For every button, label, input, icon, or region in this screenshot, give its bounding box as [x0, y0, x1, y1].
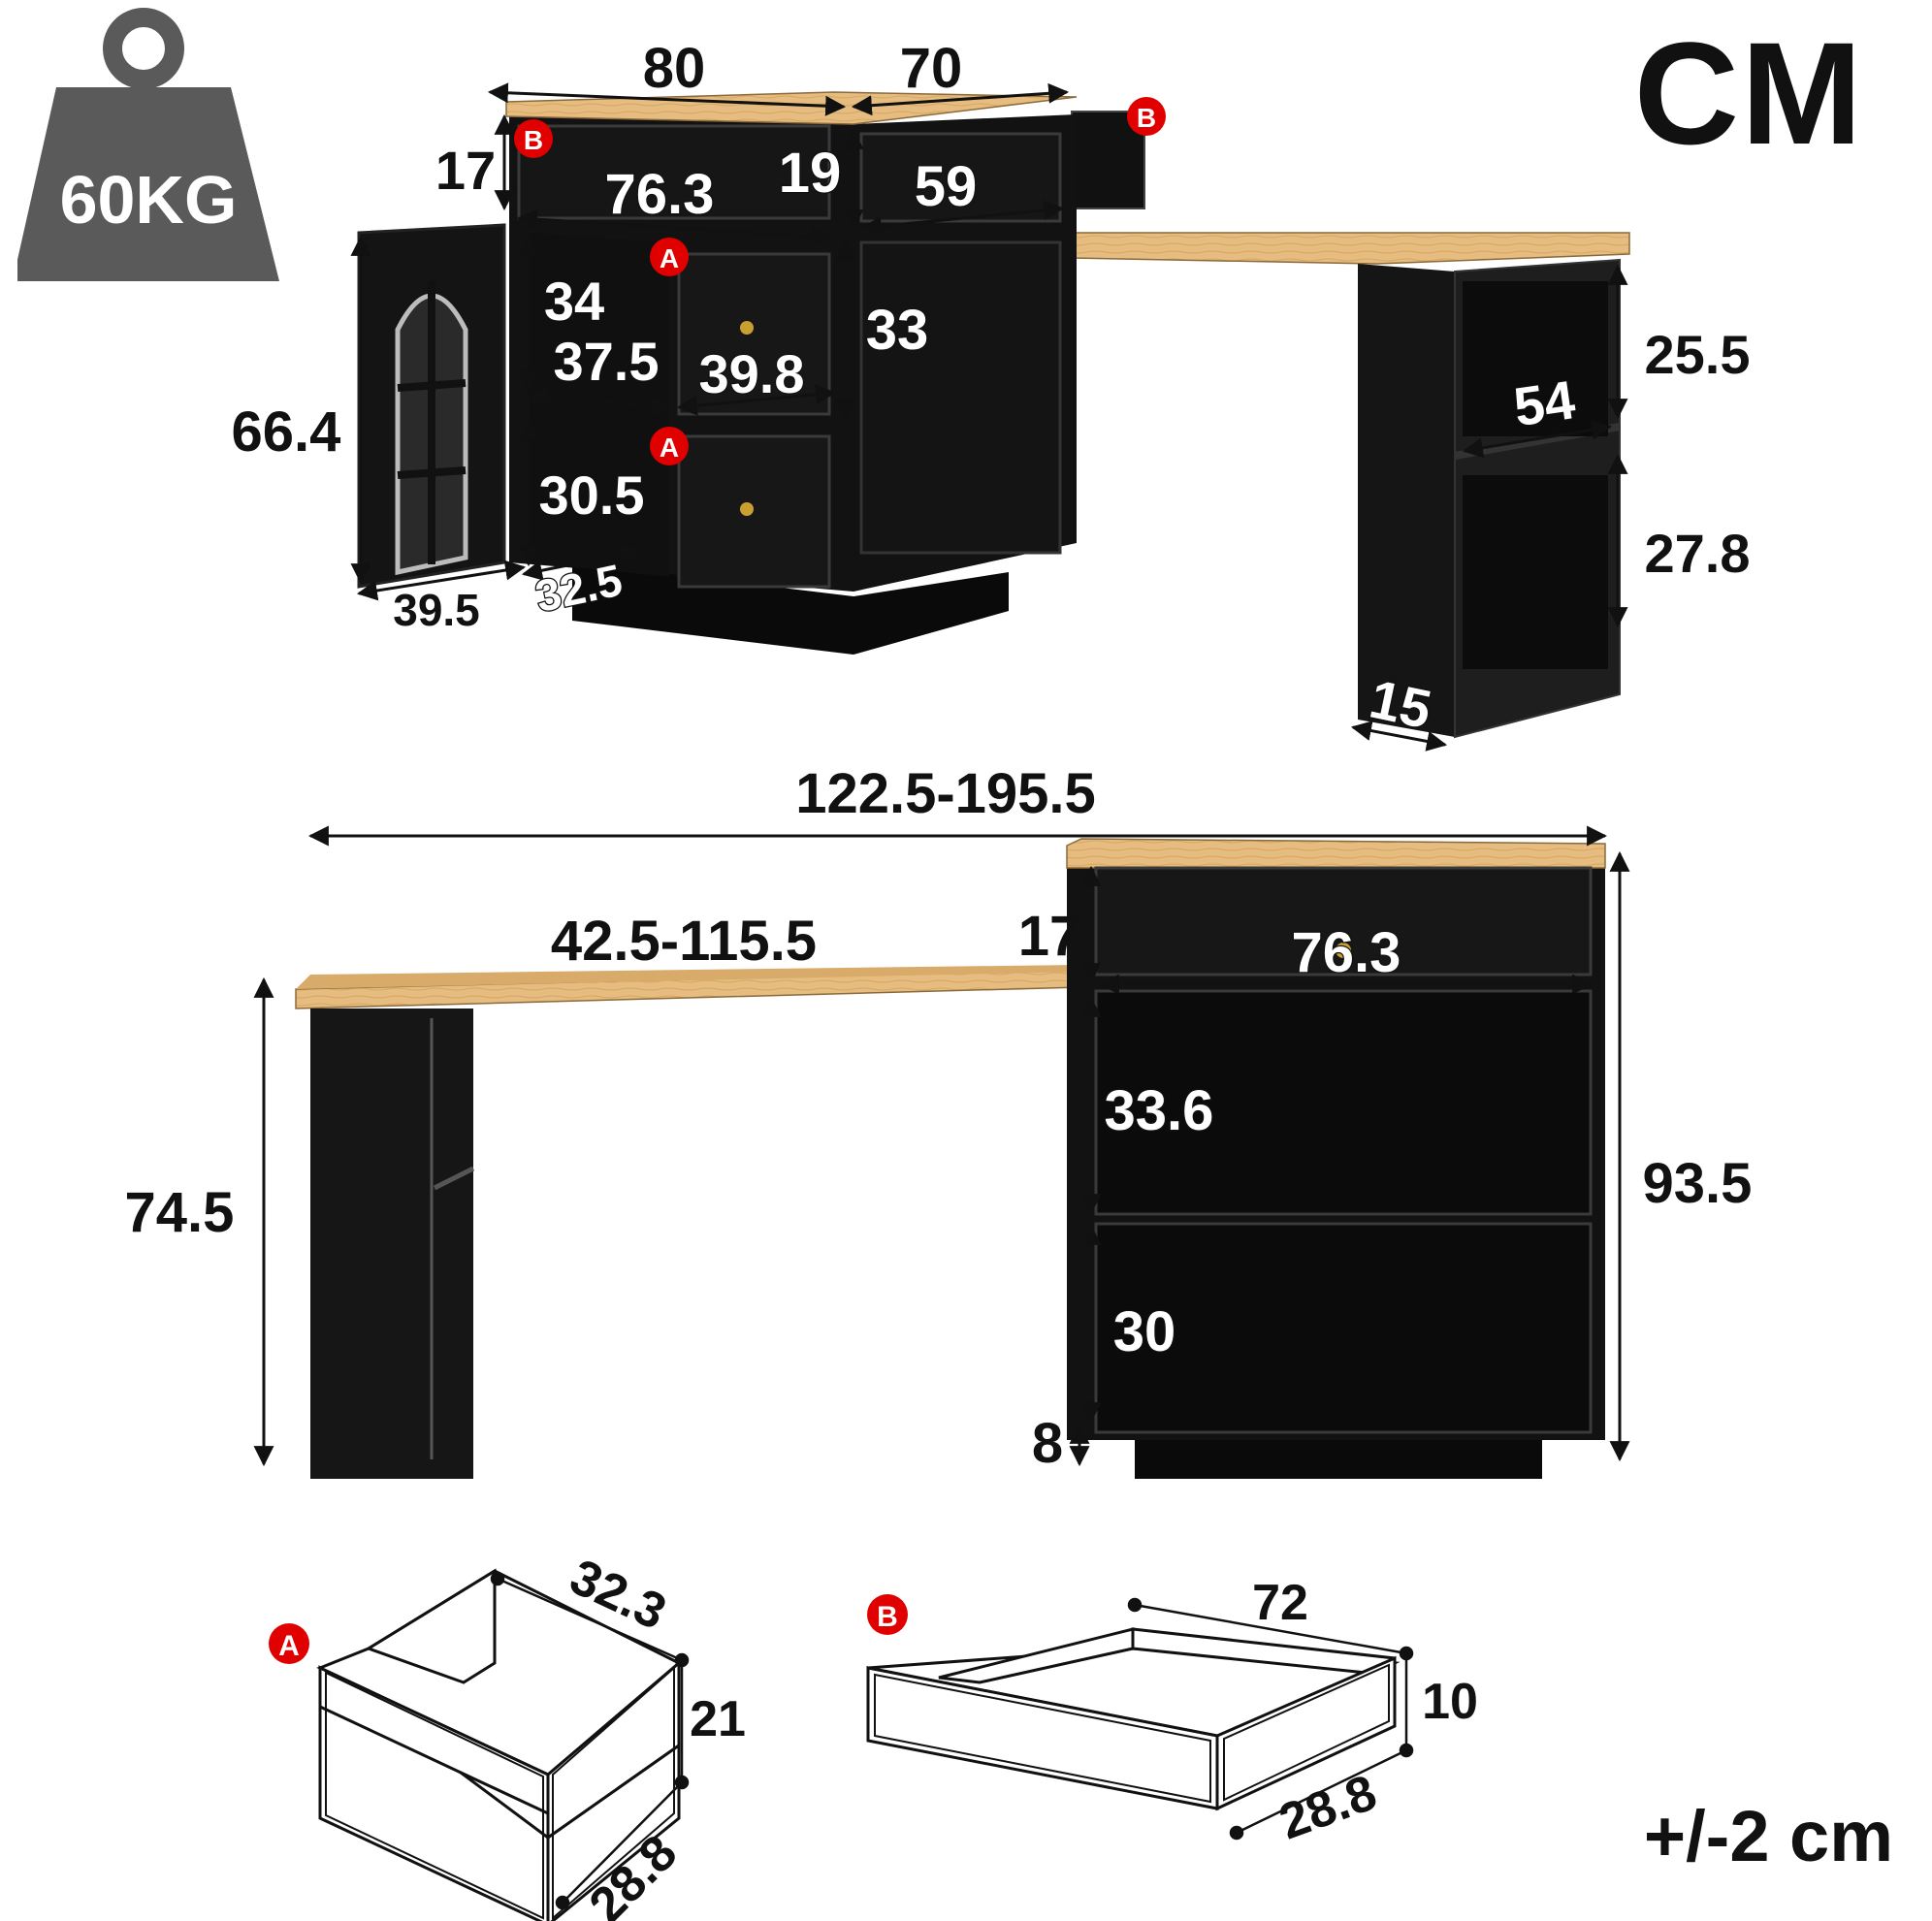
front-lower-shelf-height: 30 — [1113, 1300, 1176, 1363]
front-desk-leg — [310, 1009, 473, 1479]
drawer-b-inner-width: 76.3 — [605, 163, 715, 226]
front-cabinet-top — [1066, 838, 1606, 869]
shelf-upper-height: 25.5 — [1645, 324, 1751, 385]
drawer-a-height: 21 — [690, 1691, 746, 1747]
door-depth: 39.5 — [393, 585, 480, 635]
shelf-width: 54 — [1510, 368, 1578, 437]
middle-drawer-depth: 37.5 — [554, 331, 660, 392]
top-markers: B B A A — [514, 97, 1166, 465]
drawer-a-marker: A — [278, 1630, 300, 1662]
drawer-b-marker: B — [877, 1601, 898, 1633]
weight-icon: 60KG — [13, 8, 279, 281]
top-left-width: 80 — [643, 37, 706, 100]
front-total-width: 122.5-195.5 — [795, 762, 1096, 825]
marker-a-middle: A — [660, 243, 679, 273]
shelf-lower-height: 27.8 — [1645, 523, 1751, 584]
front-view — [295, 838, 1606, 1479]
drawer-b-height: 10 — [1422, 1674, 1478, 1730]
top-right-width: 70 — [900, 37, 963, 100]
drawer-b-length: 72 — [1252, 1575, 1308, 1631]
front-desk-height: 74.5 — [125, 1181, 235, 1244]
drawer-marker-icon: A — [269, 1623, 309, 1664]
front-desk-extension: 42.5-115.5 — [551, 910, 817, 973]
marker-b-side: B — [1137, 103, 1156, 133]
front-base-height: 8 — [1032, 1412, 1063, 1475]
weight-badge: 60KG — [13, 5, 289, 296]
tolerance-label: +/-2 cm — [1643, 1796, 1893, 1876]
shelf-leg-side — [1358, 264, 1455, 737]
drawer-b-height: 17 — [435, 140, 496, 201]
front-upper-shelf-height: 33.6 — [1105, 1079, 1214, 1142]
marker-b-top: B — [524, 125, 543, 155]
drawer-marker-icon: B — [1127, 97, 1166, 136]
lower-drawer-height: 30.5 — [539, 464, 645, 526]
right-drawer-height: 33 — [866, 299, 929, 362]
front-drawer-width: 76.3 — [1292, 921, 1401, 984]
side-drawer-height: 19 — [779, 142, 842, 205]
middle-drawer-height: 34 — [544, 271, 604, 332]
top-dimension-arrows — [350, 82, 1628, 752]
front-dimension-arrows — [253, 825, 1630, 1467]
side-drawer-width: 59 — [915, 155, 978, 218]
drawer-b-diagram: B 72 10 28.8 — [866, 1575, 1478, 1851]
cabinet-height-top: 66.4 — [232, 400, 341, 464]
drawer-marker-icon: A — [650, 427, 689, 465]
front-drawer-height: 17 — [1018, 905, 1081, 968]
middle-drawer-width: 39.8 — [699, 343, 805, 404]
drawer-marker-icon: A — [650, 238, 689, 276]
front-upper-shelf — [1094, 989, 1593, 1216]
unit-label: CM — [1633, 12, 1864, 175]
front-labels: 122.5-195.5 42.5-115.5 74.5 17 76.3 33.6… — [125, 762, 1753, 1475]
drawer-a-diagram: A 32.3 21 — [269, 1549, 746, 1921]
marker-a-lower: A — [660, 432, 679, 463]
front-cabinet-height: 93.5 — [1643, 1152, 1753, 1215]
top-illustration — [357, 91, 1630, 739]
weight-value: 60KG — [60, 162, 238, 238]
drawer-b-depth: 28.8 — [1272, 1764, 1384, 1850]
drawer-marker-icon: B — [514, 119, 553, 158]
lower-drawer-a — [677, 434, 831, 589]
drawer-marker-icon: B — [867, 1594, 908, 1635]
leg-depth: 15 — [1365, 668, 1436, 741]
